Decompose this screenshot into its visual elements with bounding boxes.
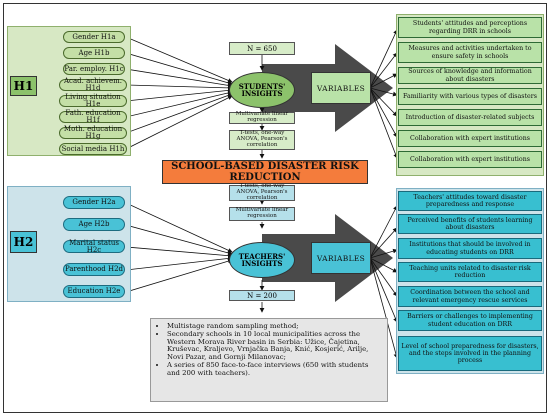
student-variable-knowledge-sources: Sources of knowledge and information abo… [398,67,542,84]
h2-factor-parenthood: Parenthood H2d [63,263,125,276]
teacher-variable-institutions: Institutions that should be involved in … [398,238,542,259]
h2-factor-gender: Gender H2a [63,196,125,209]
h2-label: H2 [10,231,37,253]
h2-factor-education: Education H2e [63,285,125,298]
students-insights-ellipse: STUDENTS' INSIGHTS [229,72,295,108]
h1-factor-living-situation: Living situation H1e [59,94,127,108]
teachers-n-box: N = 200 [229,290,295,301]
teacher-variable-benefits: Perceived benefits of students learning … [398,214,542,234]
student-variable-subjects: Introduction of disaster-related subject… [398,109,542,126]
teacher-variable-preparedness: Level of school preparedness for disaste… [398,336,542,371]
h1-factor-parental-employment: Par. employ. H1c [63,63,125,75]
h1-label: H1 [10,76,37,96]
students-n-box: N = 650 [229,42,295,55]
student-variable-familiarity: Familiarity with various types of disast… [398,88,542,105]
teachers-tests-box: T-tests, one-way ANOVA, Pearson's correl… [229,183,295,201]
student-variable-collaboration-2: Collaboration with expert institutions [398,151,542,168]
h2-factor-age: Age H2b [63,218,125,231]
teacher-variable-coordination: Coordination between the school and rele… [398,286,542,307]
student-variable-collaboration-1: Collaboration with expert institutions [398,130,542,147]
h1-factor-mother-education: Moth. education H1g [59,126,127,140]
h1-factor-academic-achievement: Acad. achievem. H1d [59,78,127,92]
students-tests-box: T-tests, one-way ANOVA, Pearson's correl… [229,130,295,150]
student-variable-attitudes: Students' attitudes and perceptions rega… [398,17,542,38]
teacher-variable-attitudes: Teachers' attitudes toward disaster prep… [398,191,542,211]
h1-factor-age: Age H1b [63,47,125,59]
students-regression-box: Multivariate linear regression [229,111,295,124]
methods-note: Multistage random sampling method; Secon… [150,318,388,402]
teachers-variables-box: VARIABLES [311,242,371,274]
diagram-title: SCHOOL-BASED DISASTER RISK REDUCTION [162,160,368,184]
teacher-variable-teaching-units: Teaching units related to disaster risk … [398,262,542,282]
teachers-regression-box: Multivariate linear regression [229,207,295,221]
teacher-variable-barriers: Barriers or challenges to implementing s… [398,310,542,331]
methods-item: Multistage random sampling method; [167,322,381,330]
h1-factor-social-media: Social media H1h [59,143,127,155]
h1-factor-father-education: Fath. education H1f [59,110,127,124]
methods-item: A series of 850 face-to-face interviews … [167,362,381,377]
students-variables-box: VARIABLES [311,72,371,104]
teachers-insights-ellipse: TEACHERS' INSIGHTS [229,242,295,278]
methods-list: Multistage random sampling method; Secon… [155,322,381,377]
h2-factor-marital-status: Marital status H2c [63,239,125,253]
student-variable-safety-measures: Measures and activities undertaken to en… [398,42,542,63]
h1-factor-gender: Gender H1a [63,31,125,43]
methods-item: Secondary schools in 10 local municipali… [167,331,381,361]
